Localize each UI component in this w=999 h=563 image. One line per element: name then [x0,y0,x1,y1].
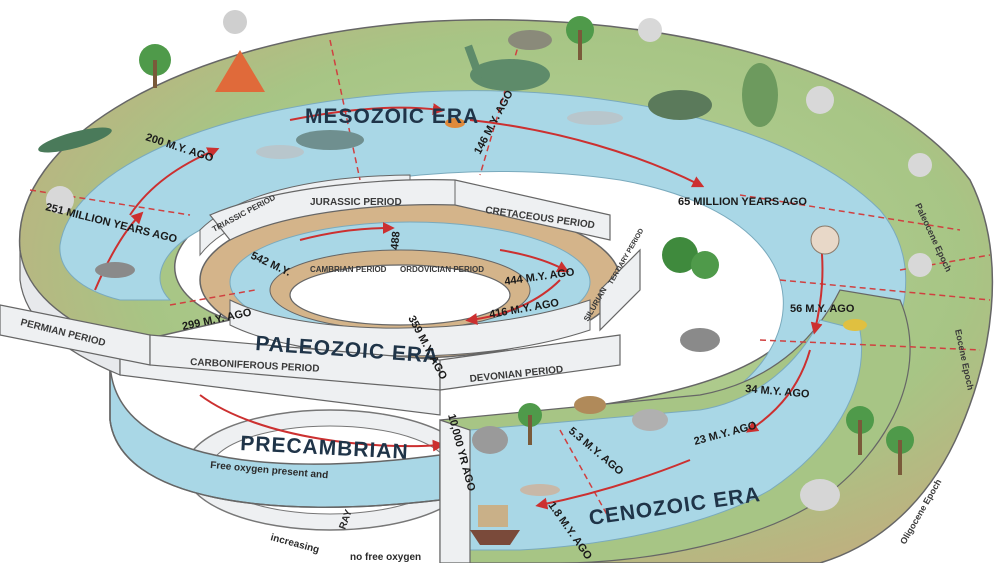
shark-icon [256,111,623,159]
rock-icon [800,479,840,511]
volcano-icon [215,10,265,92]
palm-tree-icon [518,403,542,445]
age-488-label: 488 [389,231,403,250]
age-34-label: 34 M.Y. AGO [745,383,811,401]
cambrian-period-label: CAMBRIAN PERIOD [310,265,387,274]
cenozoic-lobe [439,289,911,563]
palm-tree-icon [886,426,914,475]
mesozoic-era-label: MESOZOIC ERA [305,105,479,128]
period-strips [0,179,641,391]
hippo-icon [632,409,668,431]
crocodile-icon [38,127,112,153]
vegetation-decor [38,10,932,545]
palm-tree-icon [846,406,874,455]
horse-icon [574,396,606,414]
plesiosaur-icon [296,130,364,150]
fish-icon [445,118,867,331]
dinosaur-icon [464,44,550,91]
elephant-icon [472,426,508,454]
mammoth-icon [520,484,560,496]
no-free-oxygen-note: no free oxygen [350,552,421,563]
bush-icon [662,237,719,279]
rhino-icon [680,328,720,352]
palm-tree-icon [139,44,171,88]
ammonite-icon [810,225,840,255]
increasing-note: increasing [269,532,320,556]
ordovician-period-label: ORDOVICIAN PERIOD [400,265,484,274]
triceratops-icon [648,90,712,120]
stegosaurus-icon [508,30,552,50]
precambrian-coils [109,359,476,531]
trex-icon [742,63,778,127]
age-65-label: 65 MILLION YEARS AGO [678,196,807,208]
ship-icon [470,505,520,545]
time-arrows [94,103,824,510]
jurassic-period-label: JURASSIC PERIOD [310,197,402,208]
age-56-label: 56 M.Y. AGO [790,303,855,315]
smoke-cloud-icon [46,18,932,277]
dimetrodon-icon [95,262,135,278]
palm-tree-icon [566,16,594,60]
